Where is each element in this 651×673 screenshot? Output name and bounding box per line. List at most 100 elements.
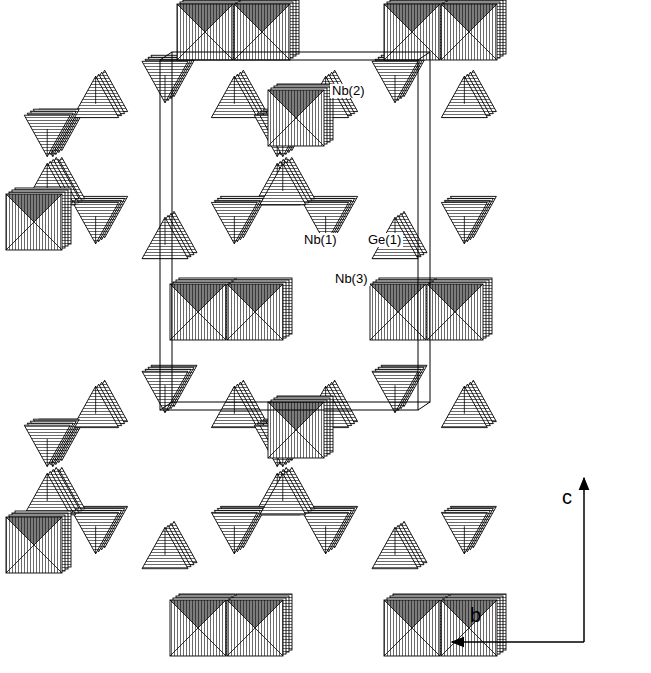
octahedron-edge [268, 90, 324, 146]
octahedron-edge [427, 284, 483, 340]
octahedron-edge [427, 284, 483, 340]
octahedron-face [177, 4, 233, 32]
octahedron-edge [227, 600, 283, 656]
unit-cell [160, 52, 430, 410]
tetrahedron [73, 202, 119, 243]
octahedron-face [6, 517, 62, 545]
axis-label: c [562, 486, 572, 508]
octahedron [170, 284, 226, 340]
tetrahedron [211, 386, 257, 427]
tetrahedron [441, 76, 487, 117]
octahedron-edge [170, 284, 226, 340]
tetrahedron-edge [165, 217, 166, 245]
octahedron-face [6, 194, 62, 222]
tetrahedron [73, 76, 119, 117]
tetrahedron [260, 163, 306, 204]
octahedron-edge [227, 284, 283, 340]
octahedron-face [170, 284, 226, 312]
tetrahedron-edge [395, 385, 396, 413]
tetrahedron [211, 76, 257, 117]
octahedron [427, 284, 483, 340]
tetrahedron [372, 527, 418, 568]
tetrahedron-edge [464, 216, 465, 244]
tetrahedron [142, 61, 188, 102]
tetrahedron-edge [234, 216, 235, 244]
tetrahedron-edge [395, 527, 396, 555]
axes [452, 478, 584, 642]
octahedron-edge [441, 4, 497, 60]
tetrahedron-edge [165, 75, 166, 103]
tetrahedron [303, 512, 349, 553]
octahedron-edge [6, 194, 62, 250]
octahedron-edge [6, 517, 62, 573]
octahedron [227, 284, 283, 340]
atom-label: Nb(2) [330, 84, 367, 98]
octahedron [268, 90, 324, 146]
octahedron-edge [170, 284, 226, 340]
octahedron-edge [227, 600, 283, 656]
octahedron-edge [441, 4, 497, 60]
octahedron [227, 600, 283, 656]
octahedron-edge [384, 600, 440, 656]
tetrahedron [73, 386, 119, 427]
tetrahedron [24, 473, 70, 514]
tetrahedron [441, 202, 487, 243]
octahedron-edge [6, 194, 62, 250]
tetrahedron-edge [165, 527, 166, 555]
octahedron-face [268, 90, 324, 118]
tetrahedron-edge [95, 216, 96, 244]
tetrahedron [142, 371, 188, 412]
octahedron-edge [6, 517, 62, 573]
tetrahedron [73, 512, 119, 553]
octahedron-face [384, 600, 440, 628]
tetrahedron-edge [47, 473, 48, 501]
tetrahedron-edge [234, 76, 235, 104]
tetrahedron [372, 371, 418, 412]
octahedron-face [234, 4, 290, 32]
tetrahedron-edge [464, 386, 465, 414]
tetrahedron [260, 473, 306, 514]
tetrahedron [211, 512, 257, 553]
tetrahedron-edge [395, 75, 396, 103]
tetrahedron [441, 512, 487, 553]
octahedron-face [227, 284, 283, 312]
octahedron [6, 517, 62, 573]
tetrahedron-edge [282, 163, 283, 191]
atom-label: Nb(1) [302, 233, 339, 247]
octahedron-face [227, 600, 283, 628]
tetrahedron-edge [234, 526, 235, 554]
tetrahedron [142, 217, 188, 258]
tetrahedron [441, 386, 487, 427]
octahedron-edge [441, 600, 497, 656]
octahedron-edge [441, 600, 497, 656]
octahedron-edge [227, 284, 283, 340]
tetrahedron [24, 425, 70, 466]
tetrahedron [211, 202, 257, 243]
octahedron [441, 4, 497, 60]
atom-label: Ge(1) [366, 233, 403, 247]
octahedron-edge [384, 600, 440, 656]
tetrahedron [24, 115, 70, 156]
tetrahedron-edge [325, 526, 326, 554]
octahedron-edge [170, 600, 226, 656]
octahedron [441, 600, 497, 656]
octahedron-face [441, 4, 497, 32]
octahedron-face [268, 402, 324, 430]
tetrahedron-edge [464, 76, 465, 104]
tetrahedron-edge [95, 76, 96, 104]
octahedron-edge [268, 90, 324, 146]
octahedron-face [427, 284, 483, 312]
tetrahedron-edge [464, 526, 465, 554]
tetrahedron-edge [95, 526, 96, 554]
octahedron [384, 600, 440, 656]
octahedron-face [441, 600, 497, 628]
tetrahedron-edge [165, 385, 166, 413]
tetrahedron-edge [282, 473, 283, 501]
tetrahedron [142, 527, 188, 568]
axis-label: b [470, 604, 481, 626]
tetrahedron-edge [47, 129, 48, 157]
octahedron [170, 600, 226, 656]
tetrahedron-edge [95, 386, 96, 414]
tetrahedron [372, 61, 418, 102]
